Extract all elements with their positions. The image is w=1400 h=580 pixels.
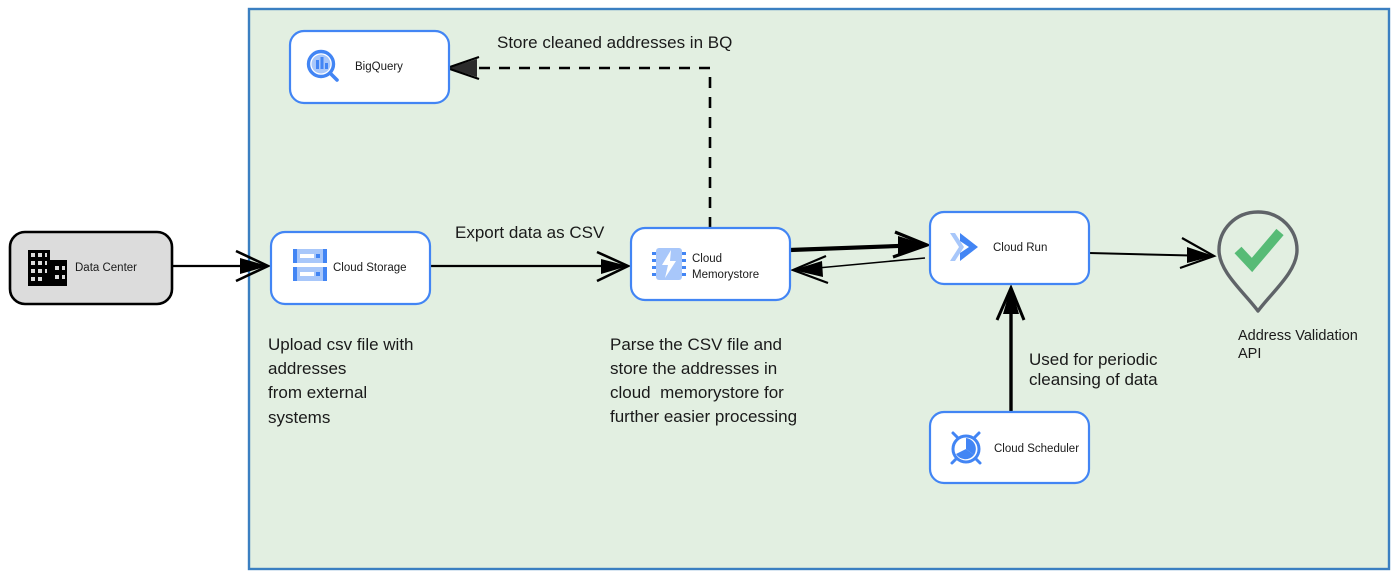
edge-cloudrun-to-memorystore xyxy=(790,254,926,285)
cloud-memorystore-label-line2: Memorystore xyxy=(692,269,759,281)
cloud-run-icon xyxy=(950,233,978,261)
cloud-storage-label: Cloud Storage xyxy=(333,262,407,274)
cloud-storage-icon xyxy=(293,249,327,281)
upload-note-line-3: from external xyxy=(268,383,367,402)
node-bigquery[interactable]: BigQuery xyxy=(288,29,451,105)
node-data-center[interactable]: Data Center xyxy=(8,230,174,306)
map-pin-check-icon xyxy=(1217,210,1299,313)
note-parse-csv: Parse the CSV file and store the address… xyxy=(610,335,797,426)
parse-note-line-1: Parse the CSV file and xyxy=(610,335,782,354)
edge-label-scheduler-purpose-line1: Used for periodic xyxy=(1029,350,1158,369)
cloud-memorystore-box[interactable] xyxy=(629,226,792,302)
address-validation-api-label-line2: API xyxy=(1238,346,1261,362)
cloud-scheduler-icon xyxy=(950,431,982,465)
node-cloud-memorystore[interactable]: Cloud Memorystore xyxy=(629,226,792,302)
node-cloud-run[interactable]: Cloud Run xyxy=(928,210,1091,286)
cloud-memorystore-label-line1: Cloud xyxy=(692,253,722,265)
bigquery-icon xyxy=(306,49,339,82)
cloud-run-label: Cloud Run xyxy=(993,242,1047,254)
edge-scheduler-to-cloudrun xyxy=(995,284,1026,412)
edge-label-store-cleaned: Store cleaned addresses in BQ xyxy=(497,33,732,52)
edge-cloudrun-to-address-api xyxy=(1088,237,1217,270)
address-validation-api-label-line1: Address Validation xyxy=(1238,328,1358,344)
edge-datacenter-to-storage xyxy=(172,249,272,283)
data-center-label: Data Center xyxy=(75,262,137,274)
cloud-scheduler-label: Cloud Scheduler xyxy=(994,443,1079,455)
upload-note-line-4: systems xyxy=(268,408,330,427)
note-upload-csv: Upload csv file with addresses from exte… xyxy=(268,335,414,427)
parse-note-line-2: store the addresses in xyxy=(610,359,777,378)
edge-storage-to-memorystore xyxy=(430,250,632,283)
cloud-memorystore-icon xyxy=(652,248,686,280)
edge-memorystore-to-cloudrun xyxy=(789,230,932,259)
cloud-run-box[interactable] xyxy=(928,210,1091,286)
datacenter-building-icon xyxy=(28,250,67,286)
cloud-scheduler-box[interactable] xyxy=(928,410,1091,485)
parse-note-line-4: further easier processing xyxy=(610,407,797,426)
parse-note-line-3: cloud memorystore for xyxy=(610,383,784,402)
upload-note-line-1: Upload csv file with xyxy=(268,335,414,354)
node-address-validation-api[interactable]: Address Validation API xyxy=(1217,210,1358,362)
edge-label-scheduler-purpose-line2: cleansing of data xyxy=(1029,370,1158,389)
node-cloud-storage[interactable]: Cloud Storage xyxy=(269,230,432,306)
node-cloud-scheduler[interactable]: Cloud Scheduler xyxy=(928,410,1091,485)
bigquery-label: BigQuery xyxy=(355,61,403,73)
upload-note-line-2: addresses xyxy=(268,359,346,378)
edge-label-export-csv: Export data as CSV xyxy=(455,223,605,242)
bigquery-box[interactable] xyxy=(288,29,451,105)
